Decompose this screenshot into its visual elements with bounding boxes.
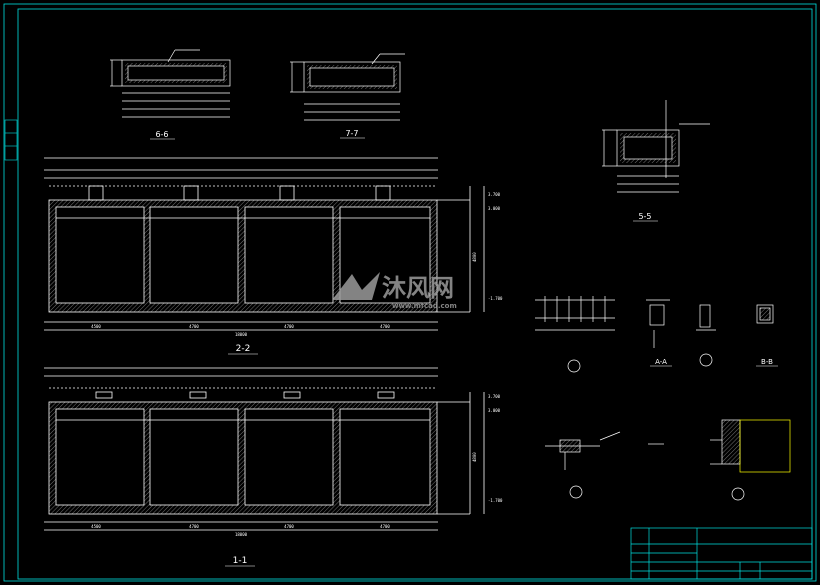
section-1-1 [44,367,485,531]
elev-top-1-1: 3.700 [488,394,501,399]
elev-mid-1-1: 3.000 [488,408,501,413]
height-dim-2-2: 4800 [472,252,477,262]
total-length-2-2: 18000 [235,332,248,337]
section-a-a-label: A-A [655,358,667,366]
watermark-cn: 沐风网 [382,274,454,302]
title-block [630,527,813,580]
detail-n-3 [545,431,664,499]
section-6-6 [110,49,231,118]
side-stamp [4,119,18,161]
sheet-frame [3,3,817,582]
section-7-7-label: 7-7 [345,129,358,138]
watermark-url: www.mfcad.com [392,302,457,310]
span-4-2-2: 4700 [380,324,390,329]
height-dim-1-1: 4800 [472,452,477,462]
span-1-1-1: 4500 [91,524,101,529]
elev-top-2-2: 3.700 [488,192,501,197]
detail-a-a [646,299,670,348]
watermark-logo [332,272,380,300]
span-1-2-2: 4500 [91,324,101,329]
elev-mid-2-2: 3.000 [488,206,501,211]
detail-n-4 [710,419,791,501]
section-5-5 [602,100,710,193]
section-5-5-label: 5-5 [638,212,651,221]
section-b-b-label: B-B [761,358,773,366]
span-3-2-2: 4700 [284,324,294,329]
section-6-6-label: 6-6 [155,130,168,139]
section-7-7 [290,53,405,121]
span-3-1-1: 4700 [284,524,294,529]
elev-bottom-1-1: -1.700 [488,498,503,503]
section-2-2-label: 2-2 [236,344,251,354]
span-2-1-1: 4700 [189,524,199,529]
section-1-1-label: 1-1 [233,556,248,566]
detail-n-2 [696,304,716,367]
span-4-1-1: 4700 [380,524,390,529]
total-length-1-1: 18000 [235,532,248,537]
elev-bottom-2-2: -1.700 [488,296,503,301]
span-2-2-2: 4700 [189,324,199,329]
detail-b-b [756,304,774,324]
detail-beam-elevation [535,296,615,373]
